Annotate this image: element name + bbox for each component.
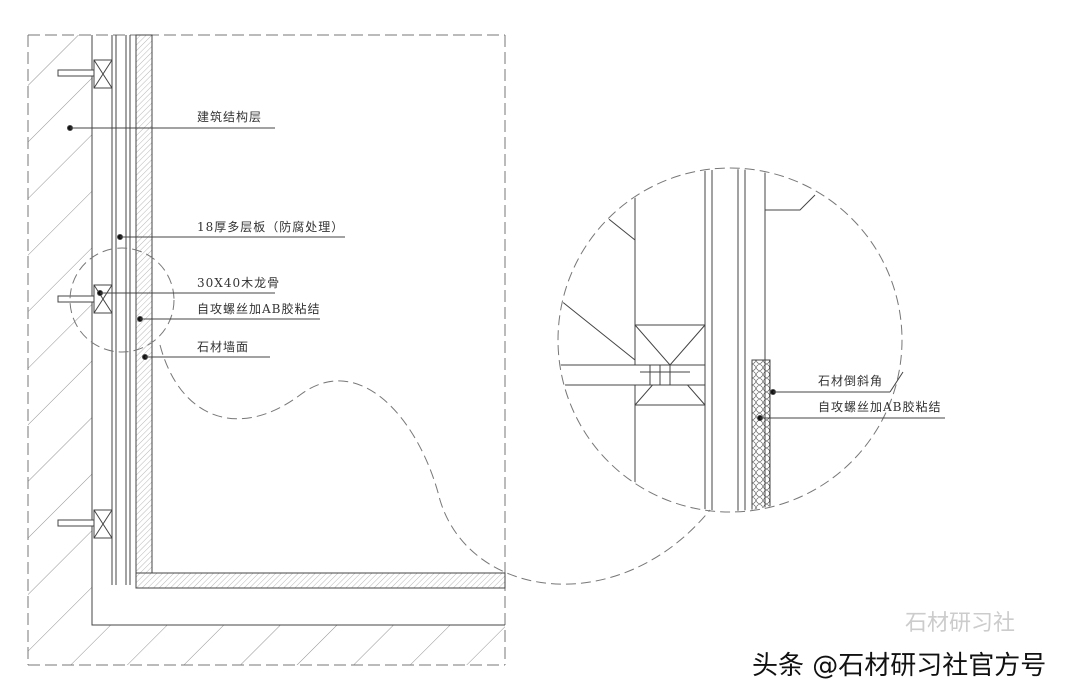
watermark: 头条 @石材研习社官方号 [752, 651, 1047, 681]
wood-keels [57, 59, 113, 539]
detail-callout-small [69, 247, 175, 353]
detail-callout-large [557, 167, 903, 513]
detail-label-screw: 自攻螺丝加AB胶粘结 [818, 400, 942, 414]
label-stone-face: 石材墙面 [197, 340, 250, 354]
watermark-faint: 石材研习社 [905, 611, 1016, 636]
detail-label-chamfer: 石材倒斜角 [818, 374, 884, 388]
structural-wall [27, 34, 506, 666]
leader-lines [67, 125, 945, 421]
label-screw: 自攻螺丝加AB胶粘结 [197, 302, 321, 316]
callout-connector [159, 344, 711, 585]
wall-layers [111, 34, 506, 589]
label-structure: 建筑结构层 [197, 110, 263, 124]
enlarged-detail [559, 169, 816, 511]
label-keel: 30X40木龙骨 [197, 276, 281, 290]
label-plywood: 18厚多层板（防腐处理） [197, 220, 345, 234]
